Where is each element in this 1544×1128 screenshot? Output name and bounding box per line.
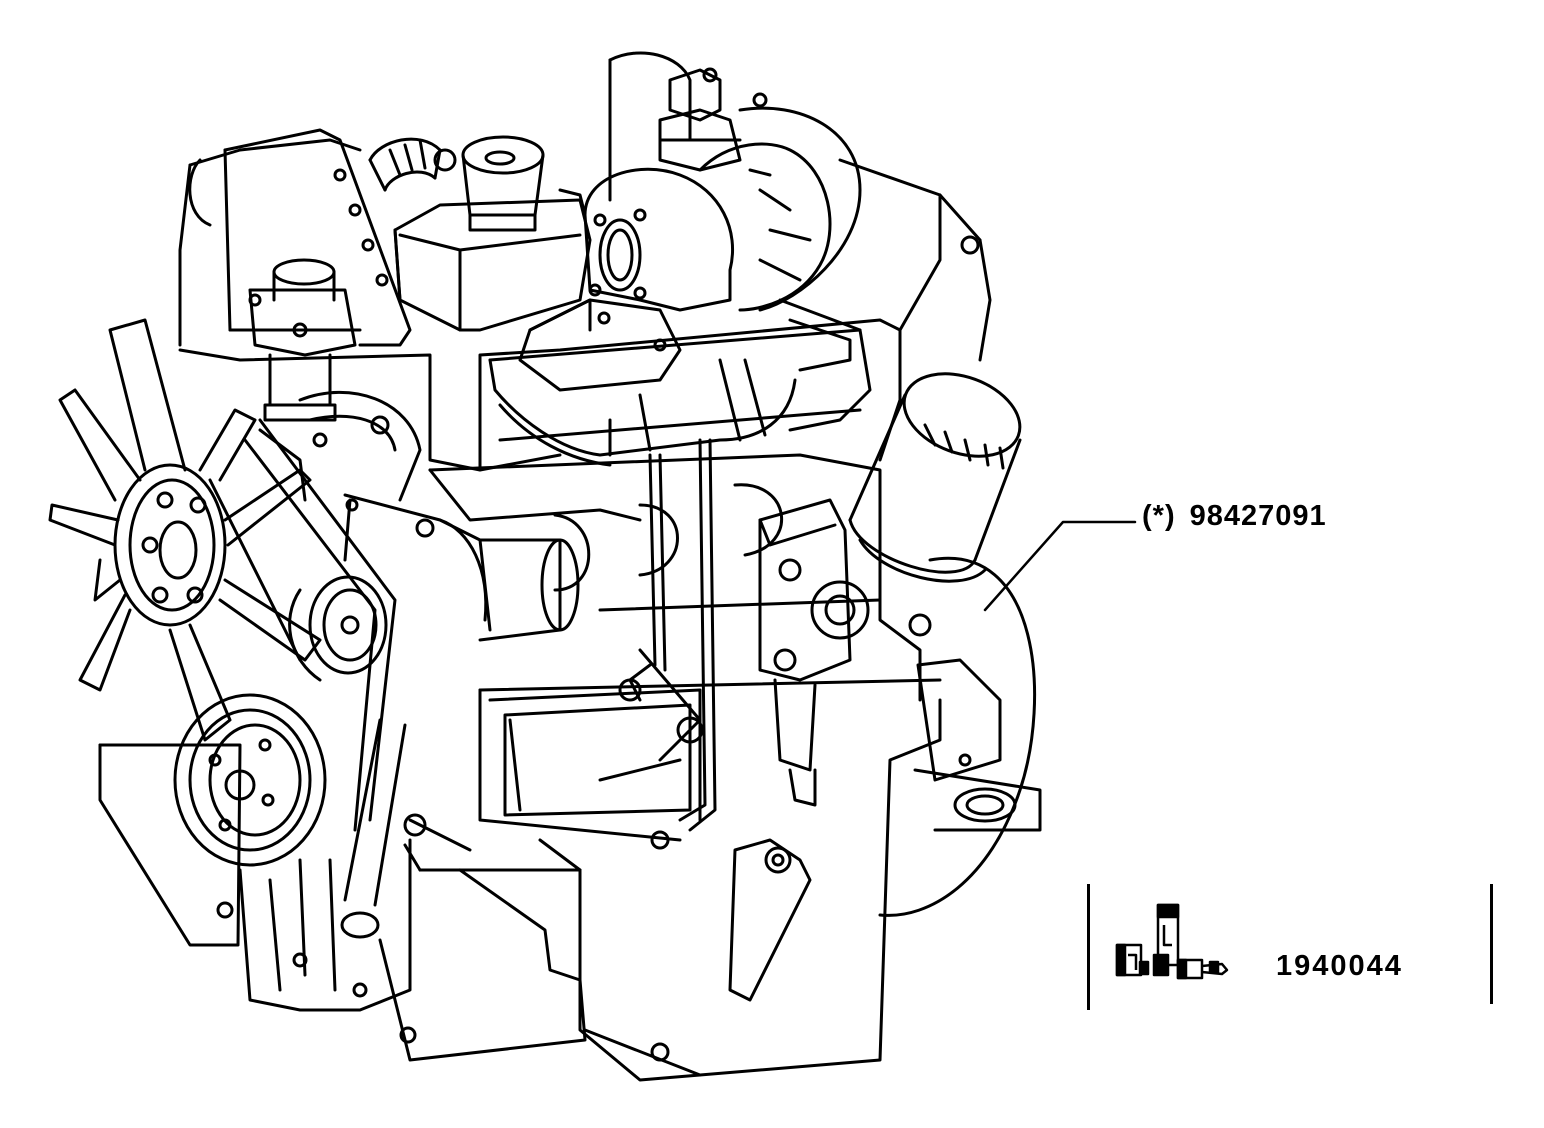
oil-filter xyxy=(848,372,1022,583)
alternator xyxy=(258,390,580,682)
breather-hose xyxy=(368,137,457,192)
thermostat-housing xyxy=(248,258,357,448)
kit-bracket-left xyxy=(1087,884,1090,1010)
starter-motor xyxy=(758,498,932,807)
turbocharger xyxy=(488,51,872,467)
engine-block xyxy=(98,138,1042,1082)
crank-pulley xyxy=(173,693,327,867)
connector-kit-icon xyxy=(1115,903,1229,980)
cooling-fan xyxy=(48,318,322,742)
optional-part-mark: (*) xyxy=(1142,500,1176,532)
engine-mount xyxy=(650,658,1002,1062)
kit-part-number: 1940044 xyxy=(1276,950,1403,982)
part-number-callout: (*) 98427091 xyxy=(1142,500,1327,533)
oil-pipes xyxy=(628,438,717,832)
part-number: 98427091 xyxy=(1189,500,1327,532)
callout-leader-line xyxy=(983,520,1137,612)
front-cover xyxy=(216,718,587,1062)
kit-bracket-right xyxy=(1490,884,1493,1004)
oil-filler-cap xyxy=(461,135,545,232)
